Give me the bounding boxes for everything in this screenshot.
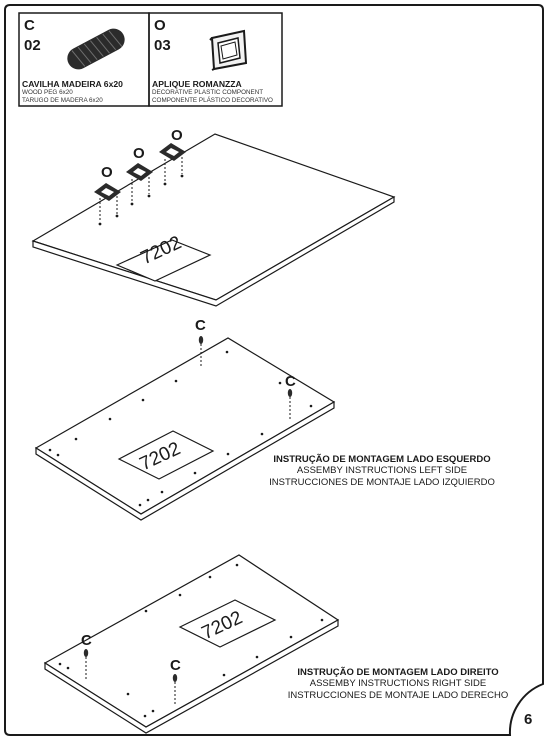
wood-dowel-icon [287, 389, 293, 420]
part-o-letter: O [154, 17, 166, 34]
decorative-frame-icon [159, 143, 186, 161]
callout-c-1: C [195, 317, 206, 334]
part-box-o [148, 12, 283, 107]
callout-o-2: O [133, 145, 145, 162]
part-o-name-es: COMPONENTE PLÁSTICO DECORATIVO [152, 97, 273, 104]
decorative-frame-icon [209, 29, 248, 71]
label-plate-left [117, 430, 215, 480]
part-c-quantity: 02 [24, 37, 41, 54]
callout-o-1: O [101, 164, 113, 181]
page-number: 6 [524, 711, 533, 728]
right-side-title-en: ASSEMBY INSTRUCTIONS RIGHT SIDE [309, 678, 487, 690]
part-c-letter: C [24, 17, 35, 34]
part-c-name-es: TARUGO DE MADERA 6x20 [22, 97, 103, 104]
wood-dowel-icon [83, 649, 89, 680]
left-side-title-pt: INSTRUÇÃO DE MONTAGEM LADO ESQUERDO [273, 454, 491, 465]
callout-c-2: C [285, 373, 296, 390]
part-o-name-en: DECORATIVE PLASTIC COMPONENT [152, 89, 264, 96]
left-side-title-en: ASSEMBY INSTRUCTIONS LEFT SIDE [296, 465, 468, 477]
callout-o-3: O [171, 127, 183, 144]
callout-c-3: C [81, 632, 92, 649]
wood-dowel-icon [172, 674, 178, 706]
left-side-instructions: INSTRUÇÃO DE MONTAGEM LADO ESQUERDO ASSE… [269, 454, 495, 488]
decorative-frame-icon [94, 183, 121, 201]
callout-c-4: C [170, 657, 181, 674]
label-plate-top [115, 239, 212, 282]
right-side-title-pt: INSTRUÇÃO DE MONTAGEM LADO DIREITO [297, 667, 499, 678]
right-side-instructions: INSTRUÇÃO DE MONTAGEM LADO DIREITO ASSEM… [288, 667, 508, 701]
part-c-name-en: WOOD PEG 6x20 [22, 89, 73, 96]
wood-dowel-icon [67, 28, 125, 70]
right-side-title-es: INSTRUCCIONES DE MONTAJE LADO DERECHO [287, 689, 509, 701]
left-side-title-es: INSTRUCCIONES DE MONTAJE LADO IZQUIERDO [269, 476, 495, 488]
part-c-name: CAVILHA MADEIRA 6x20 [22, 79, 123, 89]
part-o-quantity: 03 [154, 37, 171, 54]
wood-dowel-icon [198, 336, 204, 366]
decorative-frame-icon [126, 163, 153, 181]
part-o-name: APLIQUE ROMANZZA [152, 79, 242, 89]
label-plate-right [178, 599, 277, 648]
